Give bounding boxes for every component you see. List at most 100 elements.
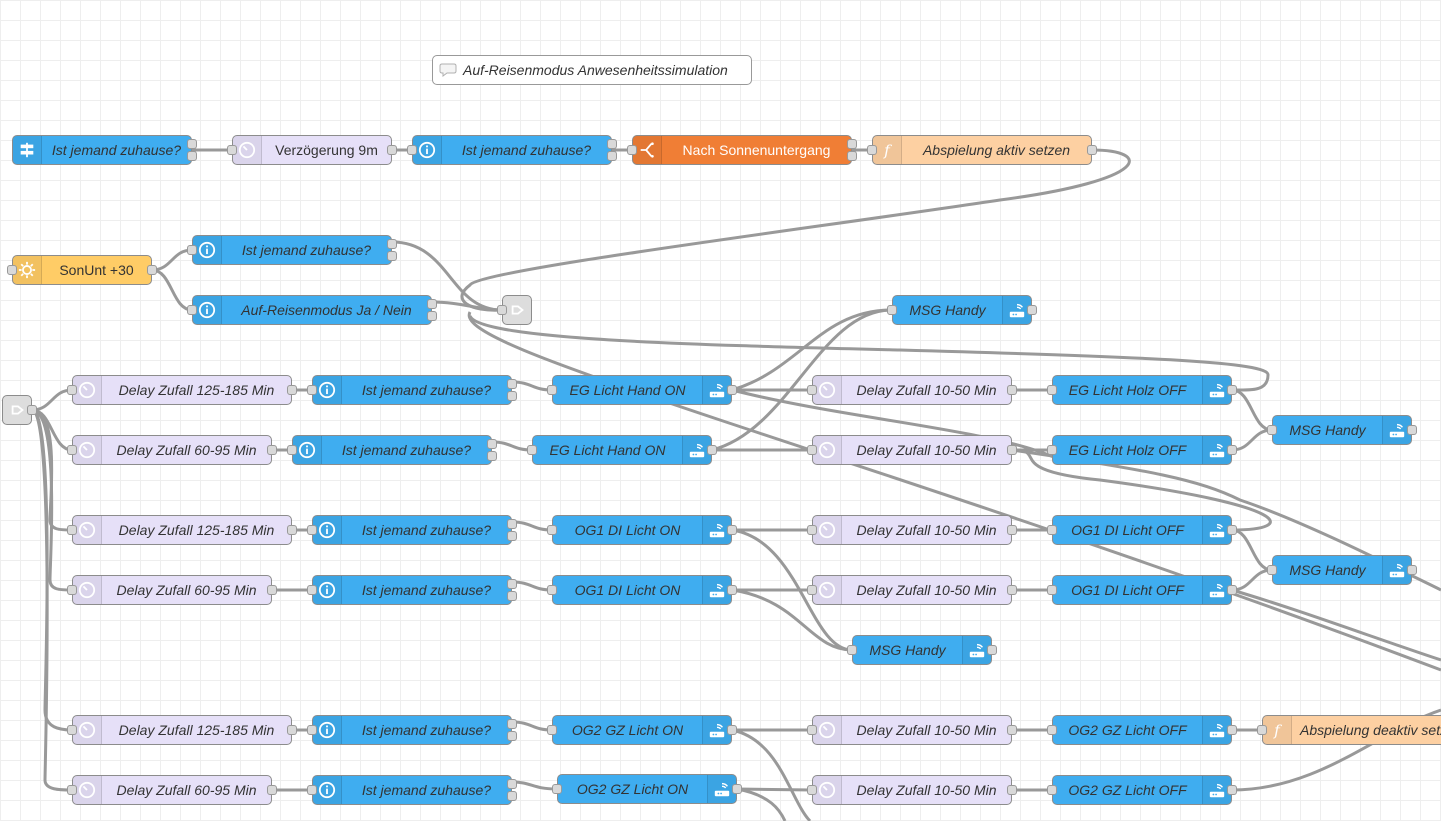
output-port[interactable] — [507, 531, 517, 541]
output-port[interactable] — [507, 591, 517, 601]
output-port[interactable] — [847, 139, 857, 149]
output-port[interactable] — [987, 645, 997, 655]
state-node[interactable]: Ist jemand zuhause? — [192, 235, 392, 265]
output-port[interactable] — [387, 251, 397, 261]
input-port[interactable] — [807, 525, 817, 535]
output-port[interactable] — [147, 265, 157, 275]
output-port[interactable] — [727, 385, 737, 395]
switch-node[interactable]: Ist jemand zuhause? — [12, 135, 192, 165]
output-port[interactable] — [1007, 725, 1017, 735]
input-port[interactable] — [1257, 725, 1267, 735]
input-port[interactable] — [67, 785, 77, 795]
input-port[interactable] — [1047, 785, 1057, 795]
input-port[interactable] — [307, 785, 317, 795]
output-port[interactable] — [1027, 305, 1037, 315]
function-node[interactable]: Abspielung aktiv setzen — [872, 135, 1092, 165]
output-port[interactable] — [1227, 785, 1237, 795]
state-node[interactable]: Ist jemand zuhause? — [292, 435, 492, 465]
output-port[interactable] — [187, 139, 197, 149]
service-node[interactable]: OG1 DI Licht ON — [552, 575, 732, 605]
output-port[interactable] — [727, 725, 737, 735]
output-port[interactable] — [487, 439, 497, 449]
service-node[interactable]: OG2 GZ Licht ON — [552, 715, 732, 745]
output-port[interactable] — [847, 151, 857, 161]
output-port[interactable] — [1407, 425, 1417, 435]
delay-node[interactable]: Delay Zufall 60-95 Min — [72, 575, 272, 605]
input-port[interactable] — [307, 725, 317, 735]
output-port[interactable] — [267, 785, 277, 795]
output-port[interactable] — [727, 585, 737, 595]
output-port[interactable] — [267, 585, 277, 595]
state-node[interactable]: Auf-Reisenmodus Ja / Nein — [192, 295, 432, 325]
input-port[interactable] — [547, 525, 557, 535]
input-port[interactable] — [547, 385, 557, 395]
notify-node[interactable]: MSG Handy — [1272, 415, 1412, 445]
delay-node[interactable]: Delay Zufall 10-50 Min — [812, 775, 1012, 805]
output-port[interactable] — [607, 139, 617, 149]
input-port[interactable] — [67, 445, 77, 455]
output-port[interactable] — [507, 379, 517, 389]
input-port[interactable] — [67, 525, 77, 535]
input-port[interactable] — [287, 445, 297, 455]
output-port[interactable] — [707, 445, 717, 455]
notify-node[interactable]: MSG Handy — [1272, 555, 1412, 585]
output-port[interactable] — [427, 311, 437, 321]
service-node[interactable]: EG Licht Holz OFF — [1052, 375, 1232, 405]
input-port[interactable] — [187, 305, 197, 315]
delay-node[interactable]: Delay Zufall 125-185 Min — [72, 715, 292, 745]
state-node[interactable]: Ist jemand zuhause? — [312, 715, 512, 745]
output-port[interactable] — [1007, 385, 1017, 395]
output-port[interactable] — [287, 385, 297, 395]
service-node[interactable]: OG1 DI Licht ON — [552, 515, 732, 545]
input-port[interactable] — [807, 385, 817, 395]
output-port[interactable] — [487, 451, 497, 461]
input-port[interactable] — [807, 585, 817, 595]
input-port[interactable] — [807, 725, 817, 735]
output-port[interactable] — [287, 725, 297, 735]
output-port[interactable] — [507, 579, 517, 589]
input-port[interactable] — [1047, 585, 1057, 595]
output-port[interactable] — [1227, 585, 1237, 595]
output-port[interactable] — [387, 239, 397, 249]
delay-node[interactable]: Delay Zufall 125-185 Min — [72, 375, 292, 405]
state-node[interactable]: Ist jemand zuhause? — [312, 575, 512, 605]
output-port[interactable] — [1007, 785, 1017, 795]
service-node[interactable]: OG1 DI Licht OFF — [1052, 515, 1232, 545]
input-port[interactable] — [807, 445, 817, 455]
delay-node[interactable]: Delay Zufall 60-95 Min — [72, 435, 272, 465]
input-port[interactable] — [1047, 385, 1057, 395]
output-port[interactable] — [507, 779, 517, 789]
output-port[interactable] — [607, 151, 617, 161]
state-node[interactable]: Ist jemand zuhause? — [312, 515, 512, 545]
output-port[interactable] — [187, 151, 197, 161]
input-port[interactable] — [497, 305, 507, 315]
input-port[interactable] — [527, 445, 537, 455]
service-node[interactable]: OG1 DI Licht OFF — [1052, 575, 1232, 605]
input-port[interactable] — [7, 265, 17, 275]
output-port[interactable] — [507, 519, 517, 529]
delay-node[interactable]: Delay Zufall 10-50 Min — [812, 715, 1012, 745]
output-port[interactable] — [727, 525, 737, 535]
notify-node[interactable]: MSG Handy — [852, 635, 992, 665]
input-port[interactable] — [187, 245, 197, 255]
output-port[interactable] — [1087, 145, 1097, 155]
sun-node[interactable]: SonUnt +30 — [12, 255, 152, 285]
delay-node[interactable]: Delay Zufall 10-50 Min — [812, 515, 1012, 545]
output-port[interactable] — [732, 784, 742, 794]
input-port[interactable] — [307, 385, 317, 395]
state-node[interactable]: Ist jemand zuhause? — [312, 375, 512, 405]
input-port[interactable] — [1267, 425, 1277, 435]
input-port[interactable] — [1047, 525, 1057, 535]
input-port[interactable] — [1047, 445, 1057, 455]
input-port[interactable] — [867, 145, 877, 155]
output-port[interactable] — [1227, 445, 1237, 455]
input-port[interactable] — [227, 145, 237, 155]
output-port[interactable] — [1227, 725, 1237, 735]
function-node[interactable]: Abspielung deaktiv setzen — [1262, 715, 1441, 745]
input-port[interactable] — [307, 525, 317, 535]
input-port[interactable] — [847, 645, 857, 655]
flow-comment[interactable]: Auf-Reisenmodus Anwesenheitssimulation — [432, 55, 752, 85]
input-port[interactable] — [547, 725, 557, 735]
sunset-node[interactable]: Nach Sonnenuntergang — [632, 135, 852, 165]
output-port[interactable] — [1007, 525, 1017, 535]
